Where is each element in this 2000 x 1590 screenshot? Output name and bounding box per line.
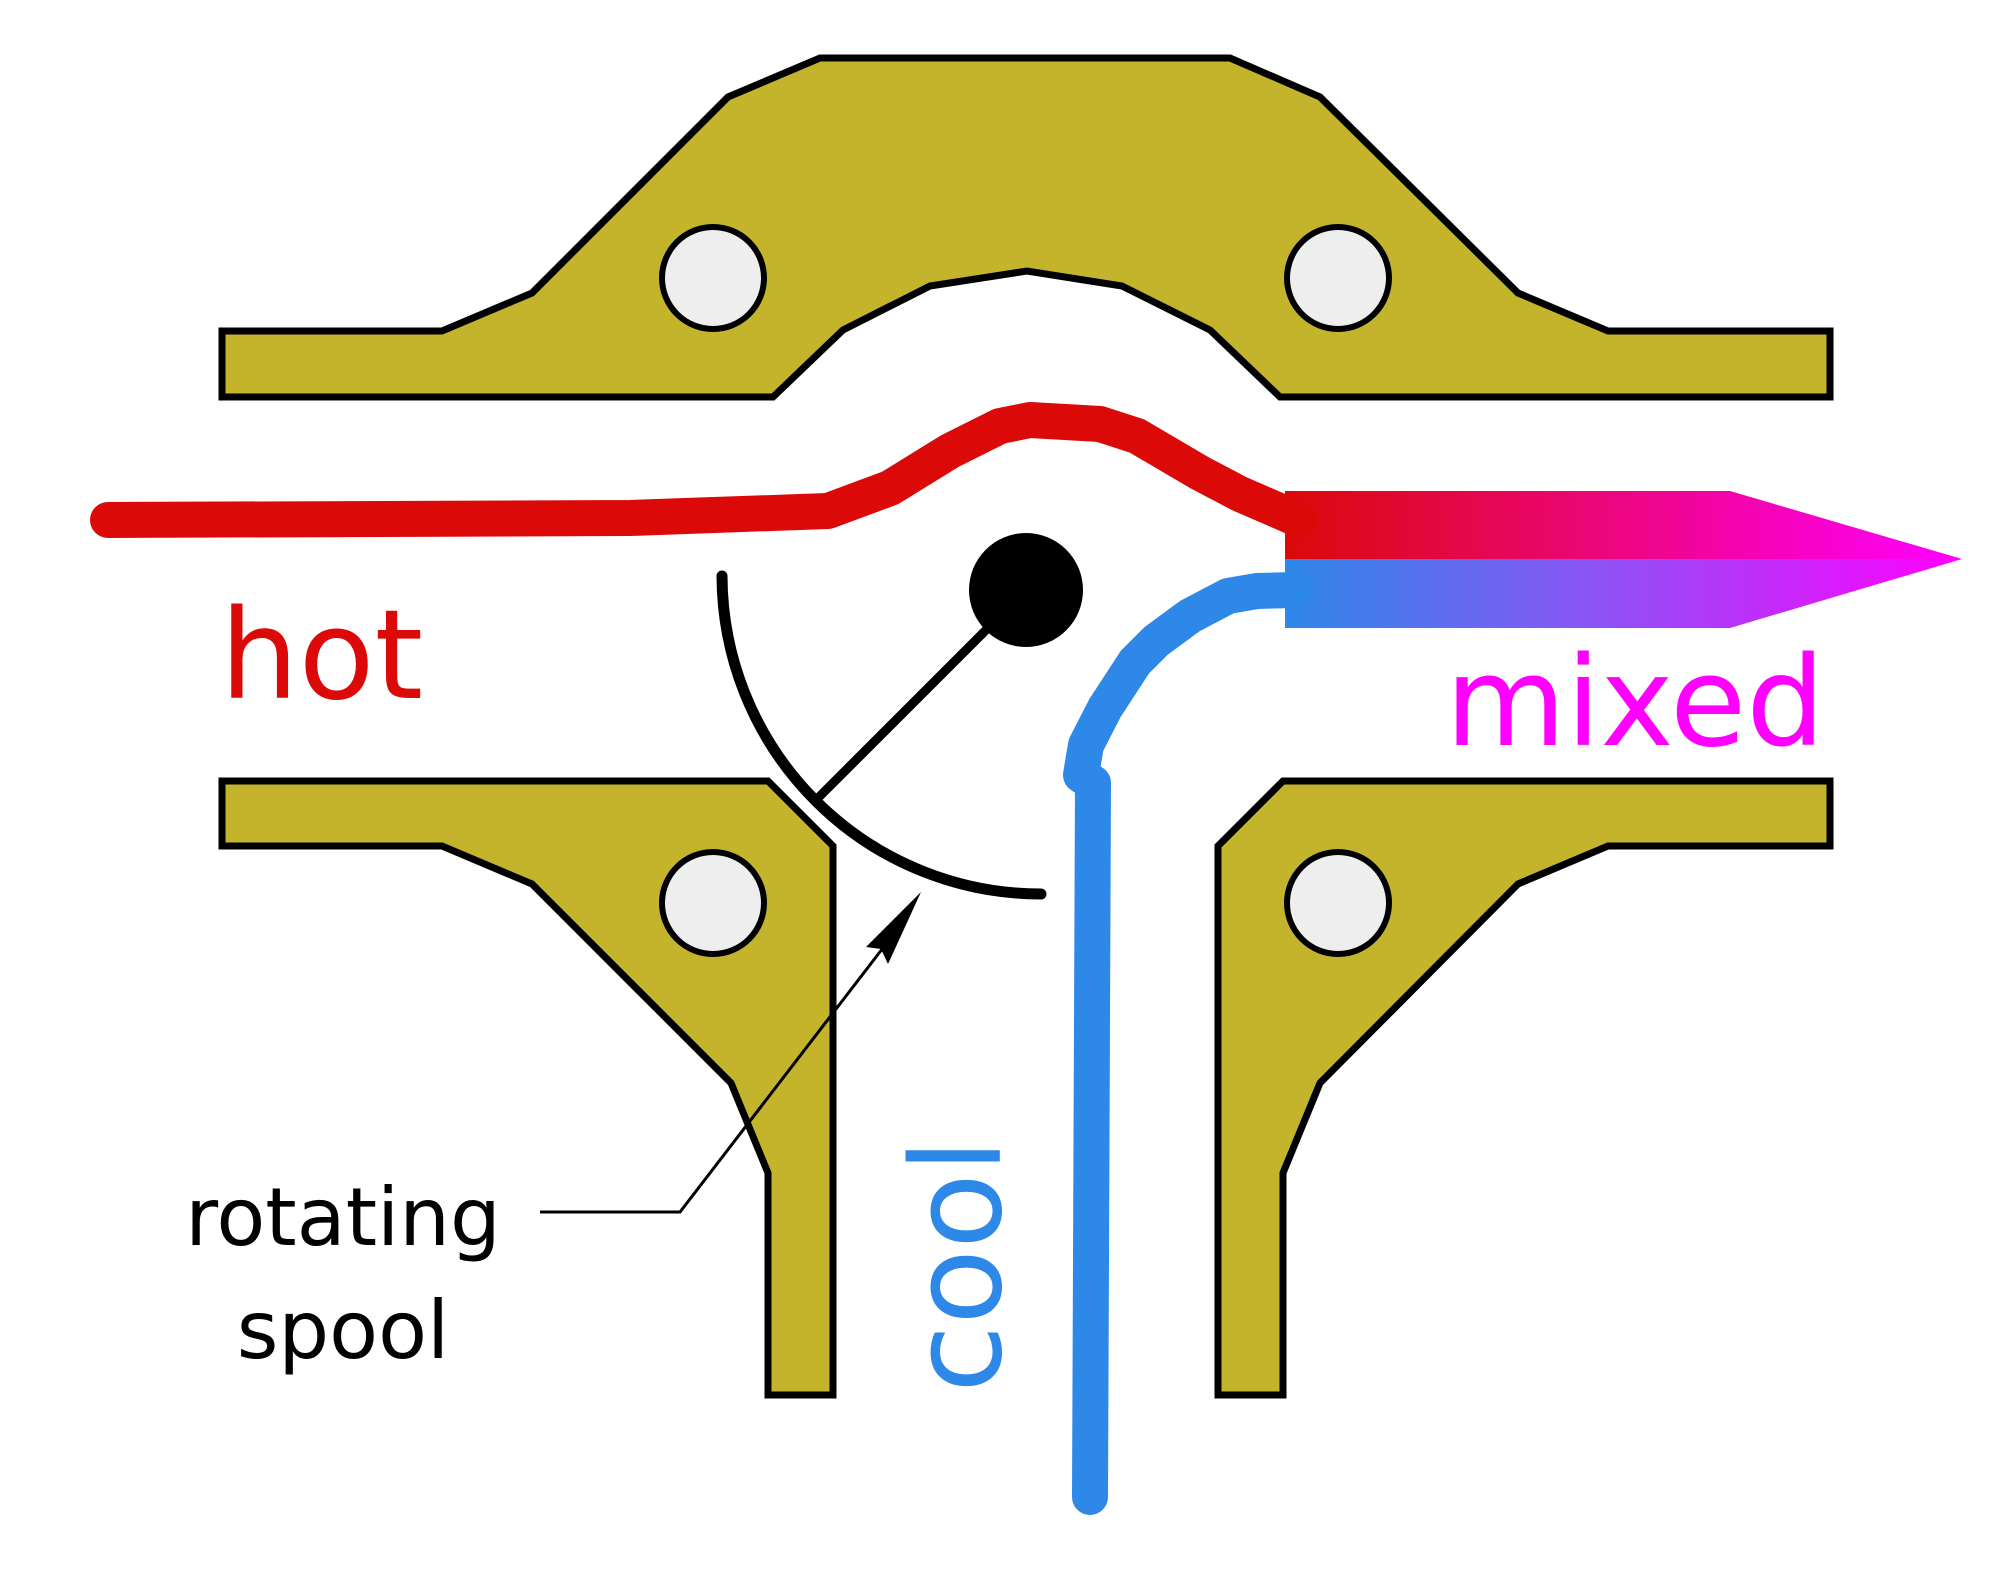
hot-flow-path (90, 402, 1318, 538)
top-housing (218, 54, 1834, 401)
spool-pivot (969, 533, 1083, 647)
spool-label-line1: rotating (185, 1171, 501, 1264)
mixed-flow-bottom (1285, 559, 1962, 628)
mixed-flow (1285, 491, 1962, 628)
bottom-right-housing (1214, 777, 1834, 1399)
mixed-flow-top (1285, 491, 1962, 559)
spool-leader (540, 892, 921, 1214)
top-right-bolt (1284, 224, 1392, 332)
bottom-right-bolt (1284, 849, 1392, 957)
mixed-label: mixed (1445, 631, 1825, 775)
spool-label-line2: spool (237, 1284, 450, 1377)
cool-flow-path (1063, 572, 1313, 1515)
spool-leader-arrowhead (866, 892, 921, 964)
cool-label: cool (886, 1139, 1030, 1393)
bottom-left-housing (218, 777, 837, 1399)
rotating-spool (716, 533, 1083, 900)
spool-leader-line (540, 943, 888, 1214)
top-left-bolt (659, 224, 767, 332)
hot-label: hot (220, 584, 423, 728)
bottom-left-bolt (659, 849, 767, 957)
top-housing-body (218, 54, 1834, 401)
